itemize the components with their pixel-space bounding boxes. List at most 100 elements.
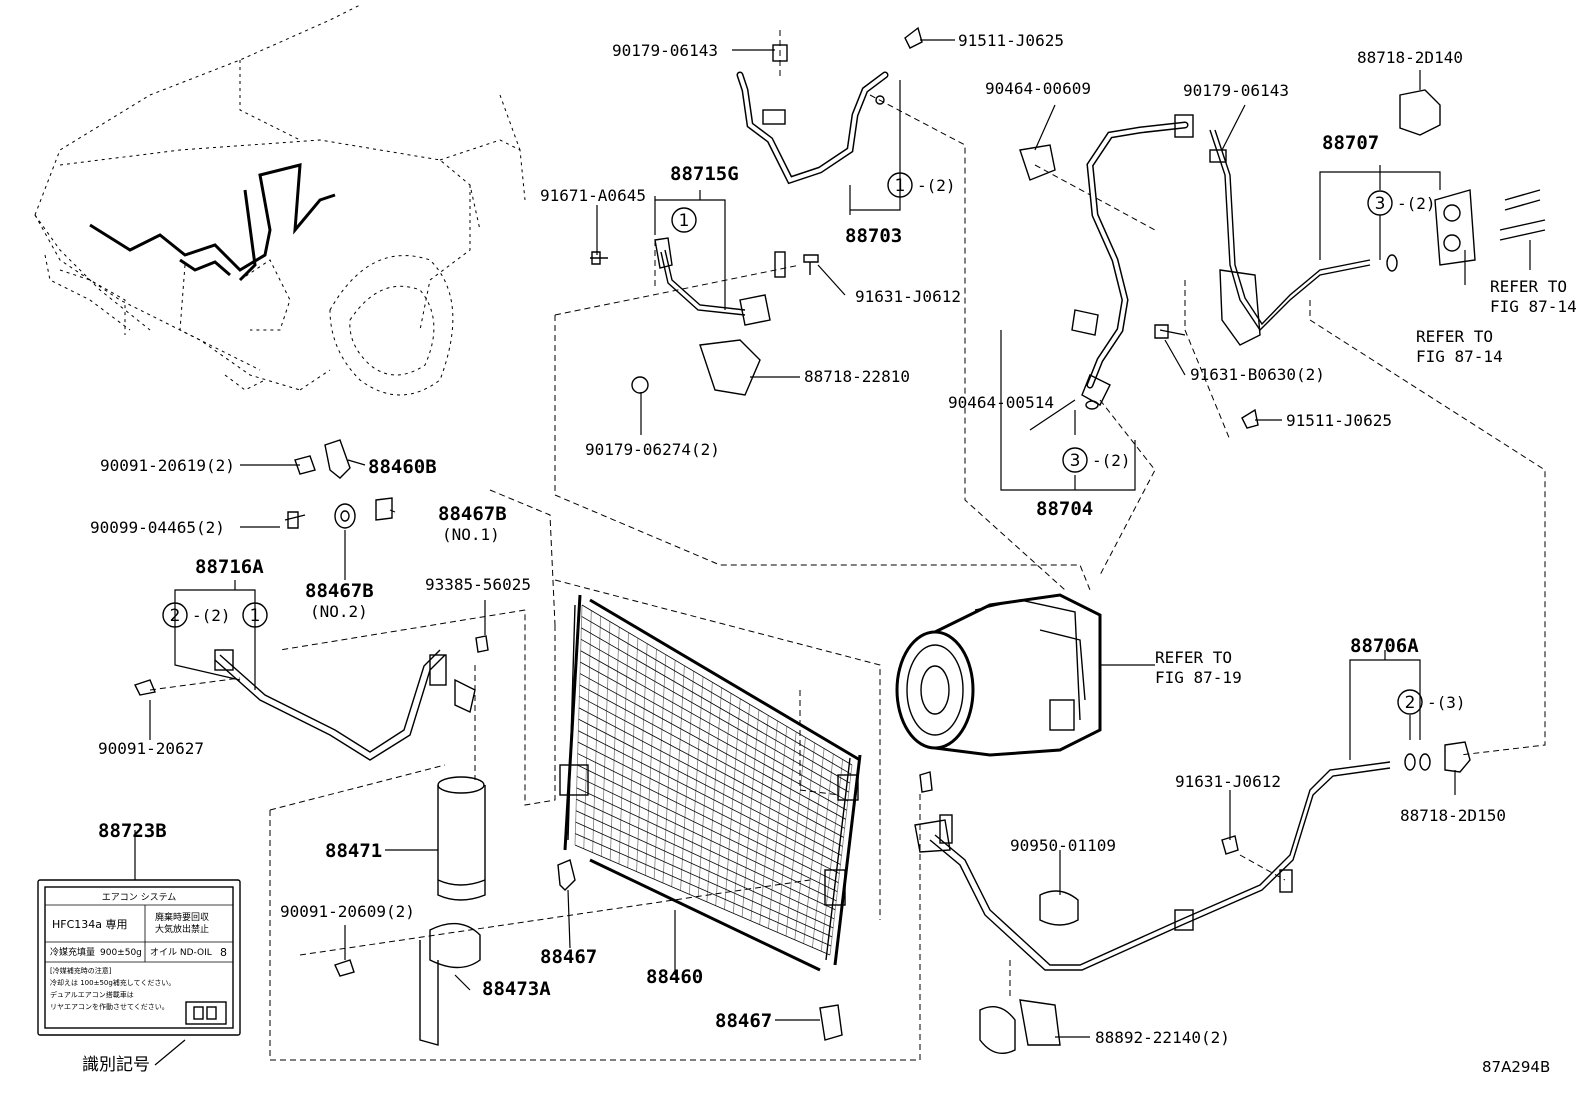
- part-label[interactable]: 88723B: [98, 820, 167, 842]
- condenser-fin: [578, 718, 842, 856]
- part-label[interactable]: 88473A: [482, 978, 551, 1000]
- part-label[interactable]: 90464-00514: [948, 393, 1054, 412]
- diagram-id: 87A294B: [1482, 1058, 1550, 1076]
- condenser-fin: [578, 707, 843, 847]
- condenser-tube: [609, 627, 620, 861]
- condenser-tube: [794, 742, 816, 940]
- condenser-tube: [724, 698, 741, 910]
- pipe-88704: [1086, 114, 1194, 389]
- card-warning-line2: 大気放出禁止: [155, 923, 209, 935]
- part-label[interactable]: 91631-J0612: [855, 287, 961, 306]
- part-label[interactable]: 88471: [325, 840, 382, 862]
- condenser-tube: [627, 638, 639, 868]
- qty-88715G-1: 1: [679, 211, 690, 231]
- part-label[interactable]: 91631-J0612: [1175, 772, 1281, 791]
- receiver-88471: [437, 776, 486, 901]
- refer-fig-87-19-line1[interactable]: REFER TO: [1155, 648, 1232, 667]
- condenser-fin: [578, 730, 841, 865]
- condenser-fin: [580, 650, 849, 802]
- condenser-tube: [785, 737, 806, 937]
- part-label[interactable]: 91671-A0645: [540, 186, 646, 205]
- condenser-fin: [581, 627, 851, 784]
- part-label[interactable]: 91511-J0625: [958, 31, 1064, 50]
- part-label[interactable]: 90091-20627: [98, 739, 204, 758]
- part-label[interactable]: 90091-20609(2): [280, 902, 415, 921]
- condenser-tube: [732, 704, 750, 914]
- part-label[interactable]: 90099-04465(2): [90, 518, 225, 537]
- part-label[interactable]: 90179-06143: [612, 41, 718, 60]
- refer-fig-87-14-line1[interactable]: REFER TO: [1490, 277, 1567, 296]
- refer-fig-87-19-line2[interactable]: FIG 87-19: [1155, 668, 1242, 687]
- condenser-tube: [803, 748, 825, 944]
- part-label[interactable]: 90950-01109: [1010, 836, 1116, 855]
- part-label[interactable]: 88704: [1036, 498, 1093, 520]
- qty-88707-3: 3: [1375, 194, 1386, 214]
- compressor: [895, 593, 1102, 757]
- part-label[interactable]: 88460: [646, 966, 703, 988]
- part-label[interactable]: 90179-06143: [1183, 81, 1289, 100]
- part-label[interactable]: 91631-B0630(2): [1190, 365, 1325, 384]
- condenser-tube: [583, 610, 592, 849]
- part-label[interactable]: 93385-56025: [425, 575, 531, 594]
- card-title: エアコン システム: [102, 892, 177, 903]
- condenser-88460: [559, 594, 862, 972]
- part-label[interactable]: 90091-20619(2): [100, 456, 235, 475]
- small-parts: [134, 26, 1546, 1054]
- condenser-fin: [581, 616, 852, 775]
- refer-fig-87-14-line2[interactable]: FIG 87-14: [1416, 347, 1503, 366]
- card-note-line1: 冷却えは 100±50g補充してください。: [50, 978, 175, 987]
- part-label[interactable]: 88707: [1322, 132, 1379, 154]
- qty-88704-3-count: -(2): [1092, 451, 1131, 470]
- condenser-tube: [750, 715, 769, 921]
- condenser-tube: [618, 632, 629, 864]
- bracket-88473A: [419, 922, 481, 1046]
- card-note-line2: デュアルエアコン搭載車は: [50, 990, 134, 999]
- condenser-tube: [715, 693, 732, 906]
- part-labels: 90179-06143 91511-J0625 88715G 91671-A06…: [90, 31, 1506, 1047]
- part-label[interactable]: 88467: [540, 946, 597, 968]
- part-label[interactable]: 91511-J0625: [1286, 411, 1392, 430]
- condenser-fin: [580, 661, 847, 811]
- condenser-tube: [776, 731, 797, 933]
- part-label[interactable]: 88467: [715, 1010, 772, 1032]
- condenser-fin: [579, 684, 845, 829]
- part-label[interactable]: 88892-22140(2): [1095, 1028, 1230, 1047]
- refer-fig-87-14-line1[interactable]: REFER TO: [1416, 327, 1493, 346]
- part-label-note: (NO.1): [442, 525, 500, 544]
- figure-references: REFER TO FIG 87-14 REFER TO FIG 87-14 RE…: [1155, 277, 1577, 687]
- qty-88716A-1: 1: [250, 606, 261, 626]
- pipe-88706A: [914, 761, 1391, 971]
- part-label[interactable]: 88718-2D150: [1400, 806, 1506, 825]
- condenser-tube: [759, 720, 778, 925]
- refer-fig-87-14-line2[interactable]: FIG 87-14: [1490, 297, 1577, 316]
- condenser-fin: [575, 810, 834, 929]
- condenser-fin: [574, 844, 831, 956]
- part-label[interactable]: 88718-2D140: [1357, 48, 1463, 67]
- condenser-fin: [577, 741, 840, 874]
- part-label[interactable]: 88703: [845, 225, 902, 247]
- condenser-tube: [592, 616, 602, 853]
- qty-88703-1-count: -(2): [917, 176, 956, 195]
- condenser-tube: [662, 660, 676, 883]
- part-label[interactable]: 88467B: [438, 503, 507, 525]
- part-label[interactable]: 88715G: [670, 163, 739, 185]
- qty-88707-3-count: -(2): [1397, 194, 1436, 213]
- condenser-tube: [706, 687, 723, 902]
- part-label[interactable]: 90464-00609: [985, 79, 1091, 98]
- condenser-fin: [575, 833, 832, 947]
- part-label[interactable]: 88716A: [195, 556, 264, 578]
- part-label[interactable]: 88718-22810: [804, 367, 910, 386]
- leader-lines: [134, 39, 1531, 1066]
- condenser-fin: [576, 798, 835, 920]
- condenser-tube: [697, 682, 713, 899]
- pipe-88716A: [214, 649, 476, 761]
- card-warning-line1: 廃棄時要回収: [155, 911, 209, 923]
- part-label[interactable]: 88460B: [368, 456, 437, 478]
- condenser-tube: [574, 604, 583, 846]
- part-label[interactable]: 88467B: [305, 580, 374, 602]
- condenser-tube: [741, 709, 760, 918]
- part-label[interactable]: 90179-06274(2): [585, 440, 720, 459]
- condenser-fin: [580, 638, 850, 793]
- card-note-line3: リヤエアコンを作動させてください。: [50, 1002, 169, 1011]
- part-label[interactable]: 88706A: [1350, 635, 1419, 657]
